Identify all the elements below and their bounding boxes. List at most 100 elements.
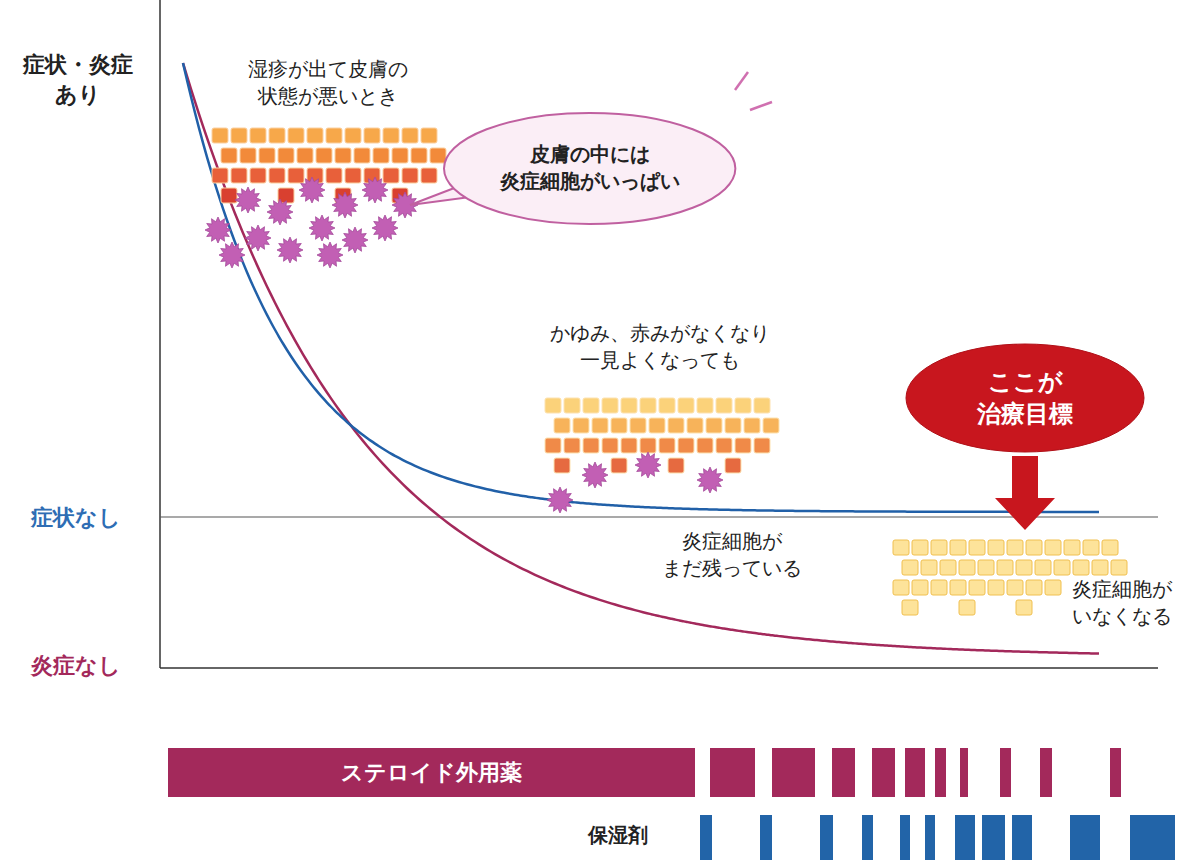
- steroid-bar: [872, 748, 895, 797]
- skin-cell: [912, 540, 928, 555]
- moisturizer-bar: [955, 815, 975, 860]
- skin-cell: [288, 128, 304, 143]
- skin-cell: [602, 438, 618, 453]
- skin-cell: [583, 438, 599, 453]
- moisturizer-bar: [862, 815, 873, 860]
- skin-cell: [997, 560, 1013, 575]
- skin-cell: [763, 418, 779, 433]
- stage-note: かゆみ、赤みがなくなり 一見よくなっても: [546, 320, 774, 374]
- skin-cell: [754, 398, 770, 413]
- inflammatory-cell: [205, 217, 231, 243]
- bad-skin-cells: [205, 177, 418, 268]
- skin-cell: [940, 560, 956, 575]
- skin-cell: [421, 128, 437, 143]
- skin-cell: [969, 580, 985, 595]
- skin-cell: [754, 438, 770, 453]
- skin-cell: [969, 540, 985, 555]
- shape-outline: [905, 343, 1145, 453]
- skin-cell: [402, 128, 418, 143]
- skin-cell: [611, 418, 627, 433]
- skin-cell: [1035, 560, 1051, 575]
- skin-cell: [373, 148, 389, 163]
- skin-cell: [383, 168, 399, 183]
- skin-cell: [1102, 540, 1118, 555]
- skin-cell: [250, 128, 266, 143]
- skin-cell: [893, 540, 909, 555]
- skin-cell: [1007, 580, 1023, 595]
- skin-cell: [545, 398, 561, 413]
- skin-cell: [950, 580, 966, 595]
- skin-cell: [288, 168, 304, 183]
- skin-cell: [902, 560, 918, 575]
- moisturizer-bar: [925, 815, 935, 860]
- skin-cell: [735, 398, 751, 413]
- skin-cell: [421, 168, 437, 183]
- skin-cell: [345, 168, 361, 183]
- skin-cell: [959, 600, 975, 615]
- skin-cell: [659, 398, 675, 413]
- skin-cell: [735, 438, 751, 453]
- moisturizer-bar: [900, 815, 910, 860]
- shape-outline: [442, 111, 737, 226]
- inflammatory-cell: [267, 199, 293, 225]
- inflammatory-cell: [697, 467, 723, 493]
- inflammatory-cell: [342, 227, 368, 253]
- skin-cell: [630, 418, 646, 433]
- skin-cell: [697, 438, 713, 453]
- skin-cell: [725, 458, 741, 473]
- goal-ellipse: ここが 治療目標: [905, 343, 1145, 453]
- skin-cell: [269, 128, 285, 143]
- steroid-bar: [905, 748, 925, 797]
- skin-cell: [326, 128, 342, 143]
- skin-cell: [931, 540, 947, 555]
- skin-cell: [430, 148, 446, 163]
- skin-cell: [297, 148, 313, 163]
- rect-shape: [168, 748, 695, 797]
- skin-cell: [278, 148, 294, 163]
- ellipse-shape: [444, 113, 735, 224]
- accent-stroke: [735, 72, 748, 90]
- skin-cell: [231, 168, 247, 183]
- skin-cell: [1054, 560, 1070, 575]
- skin-cell: [640, 398, 656, 413]
- skin-cell: [592, 418, 608, 433]
- inflammatory-cell: [309, 215, 335, 241]
- skin-cell: [564, 398, 580, 413]
- skin-cell: [602, 398, 618, 413]
- stage-note: 湿疹が出て皮膚の 状態が悪いとき: [244, 56, 412, 110]
- inflammatory-cell: [332, 192, 358, 218]
- moisturizer-bar: [760, 815, 772, 860]
- skin-cell: [307, 128, 323, 143]
- skin-cell: [744, 418, 760, 433]
- steroid-bar: [1000, 748, 1011, 797]
- skin-cell: [259, 148, 275, 163]
- skin-cell: [1111, 560, 1127, 575]
- inflammatory-cell: [547, 487, 573, 513]
- steroid-bar: [1110, 748, 1121, 797]
- skin-cell: [921, 560, 937, 575]
- inflammatory-cell: [372, 215, 398, 241]
- inflammatory-cell: [362, 177, 388, 203]
- ellipse-shape: [906, 344, 1144, 452]
- steroid-bar: [1040, 748, 1052, 797]
- skin-cell: [269, 168, 285, 183]
- accent-stroke: [750, 102, 772, 110]
- skin-cell: [554, 458, 570, 473]
- inflammatory-cell: [635, 452, 661, 478]
- skin-cell: [988, 540, 1004, 555]
- inflammatory-cell: [299, 177, 325, 203]
- skin-cell: [212, 168, 228, 183]
- skin-cell: [316, 148, 332, 163]
- moisturizer-bar: [1070, 815, 1100, 860]
- axis-label: 症状・炎症 あり: [19, 50, 137, 109]
- skin-cell: [1026, 540, 1042, 555]
- skin-cell: [1045, 540, 1061, 555]
- skin-cell: [621, 398, 637, 413]
- moisturizer-bar: [1130, 815, 1175, 860]
- skin-cell: [392, 148, 408, 163]
- skin-cell: [687, 418, 703, 433]
- skin-cell: [231, 128, 247, 143]
- skin-cell: [1064, 540, 1080, 555]
- row-label: 保湿剤: [584, 822, 652, 849]
- axis-label: 症状なし: [28, 503, 124, 533]
